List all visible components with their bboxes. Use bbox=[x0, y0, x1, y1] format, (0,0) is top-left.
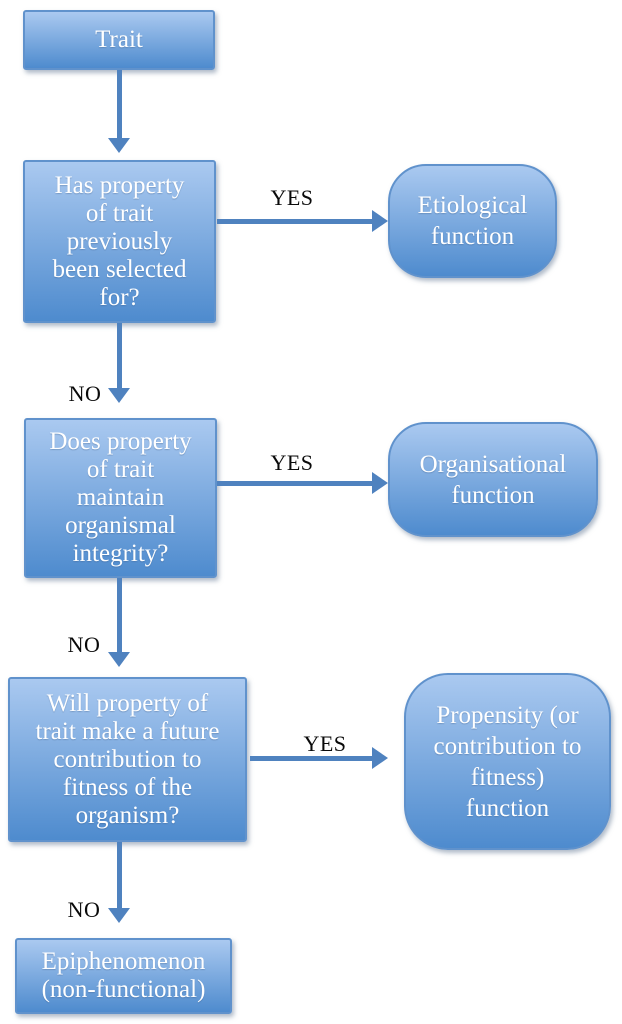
node-label-line: Propensity (or bbox=[436, 701, 579, 729]
node-label-line: Will property of bbox=[46, 689, 209, 717]
arrow-yes-to-etiological-stem bbox=[217, 219, 372, 224]
edge-label-no-2: NO bbox=[67, 632, 101, 657]
node-label-line: organism? bbox=[75, 801, 180, 829]
node-question-future-fitness: Will property of trait make a future con… bbox=[8, 677, 247, 842]
node-label-line: Does property bbox=[49, 428, 192, 455]
node-label-line: Organisational bbox=[419, 450, 567, 478]
node-label-line: Has property bbox=[54, 171, 185, 199]
node-label-line: Etiological bbox=[417, 192, 528, 219]
node-label-line: integrity? bbox=[72, 540, 169, 567]
node-label-line: function bbox=[465, 794, 550, 822]
arrow-no-to-epiphenomenon-stem bbox=[117, 842, 122, 908]
arrow-trait-to-q-selected-stem bbox=[117, 70, 122, 138]
arrow-trait-to-q-selected-head bbox=[108, 138, 130, 153]
arrow-yes-to-organisational-head bbox=[372, 472, 388, 494]
arrow-no-to-epiphenomenon-head bbox=[108, 908, 130, 923]
node-label-line: of trait bbox=[85, 199, 154, 227]
node-epiphenomenon: Epiphenomenon (non-functional) bbox=[15, 938, 232, 1014]
arrow-no-to-q-fitness-head bbox=[108, 652, 130, 667]
arrow-no-to-q-fitness-stem bbox=[117, 578, 122, 652]
node-label-line: previously bbox=[66, 227, 173, 255]
node-label-line: organismal bbox=[65, 512, 176, 539]
node-label-line: contribution to bbox=[53, 745, 202, 773]
arrow-yes-to-propensity-stem bbox=[250, 756, 372, 761]
edge-label-no-1: NO bbox=[68, 381, 102, 406]
edge-label-yes-1: YES bbox=[270, 185, 314, 210]
node-label-line: been selected bbox=[52, 255, 187, 283]
node-label-line: trait make a future bbox=[35, 717, 220, 745]
node-label-line: function bbox=[451, 481, 535, 509]
node-label-line: (non-functional) bbox=[41, 976, 206, 1003]
edge-label-yes-3: YES bbox=[303, 731, 347, 756]
arrow-no-to-q-integrity-head bbox=[108, 388, 130, 403]
node-label-line: function bbox=[430, 223, 515, 250]
node-label-line: fitness of the bbox=[62, 773, 193, 801]
arrow-yes-to-etiological-head bbox=[372, 210, 388, 232]
node-label-line: of trait bbox=[86, 456, 155, 483]
node-label-line: contribution to bbox=[433, 732, 582, 760]
arrow-no-to-q-integrity-stem bbox=[117, 323, 122, 388]
node-label-line: for? bbox=[99, 283, 140, 311]
node-question-selected-for: Has property of trait previously been se… bbox=[23, 160, 216, 323]
node-label-line: maintain bbox=[76, 484, 165, 511]
edge-label-no-3: NO bbox=[67, 897, 101, 922]
node-trait: Trait bbox=[23, 10, 215, 70]
node-question-organismal-integrity: Does property of trait maintain organism… bbox=[24, 418, 217, 578]
node-label-line: fitness) bbox=[470, 763, 545, 791]
node-label-line: Epiphenomenon bbox=[41, 948, 206, 975]
edge-label-yes-2: YES bbox=[270, 450, 314, 475]
arrow-yes-to-organisational-stem bbox=[217, 481, 372, 486]
node-propensity-function: Propensity (or contribution to fitness) … bbox=[404, 673, 611, 850]
arrow-yes-to-propensity-head bbox=[372, 747, 388, 769]
node-trait-label: Trait bbox=[95, 26, 143, 53]
node-organisational-function: Organisational function bbox=[388, 422, 598, 537]
node-etiological-function: Etiological function bbox=[388, 164, 557, 278]
